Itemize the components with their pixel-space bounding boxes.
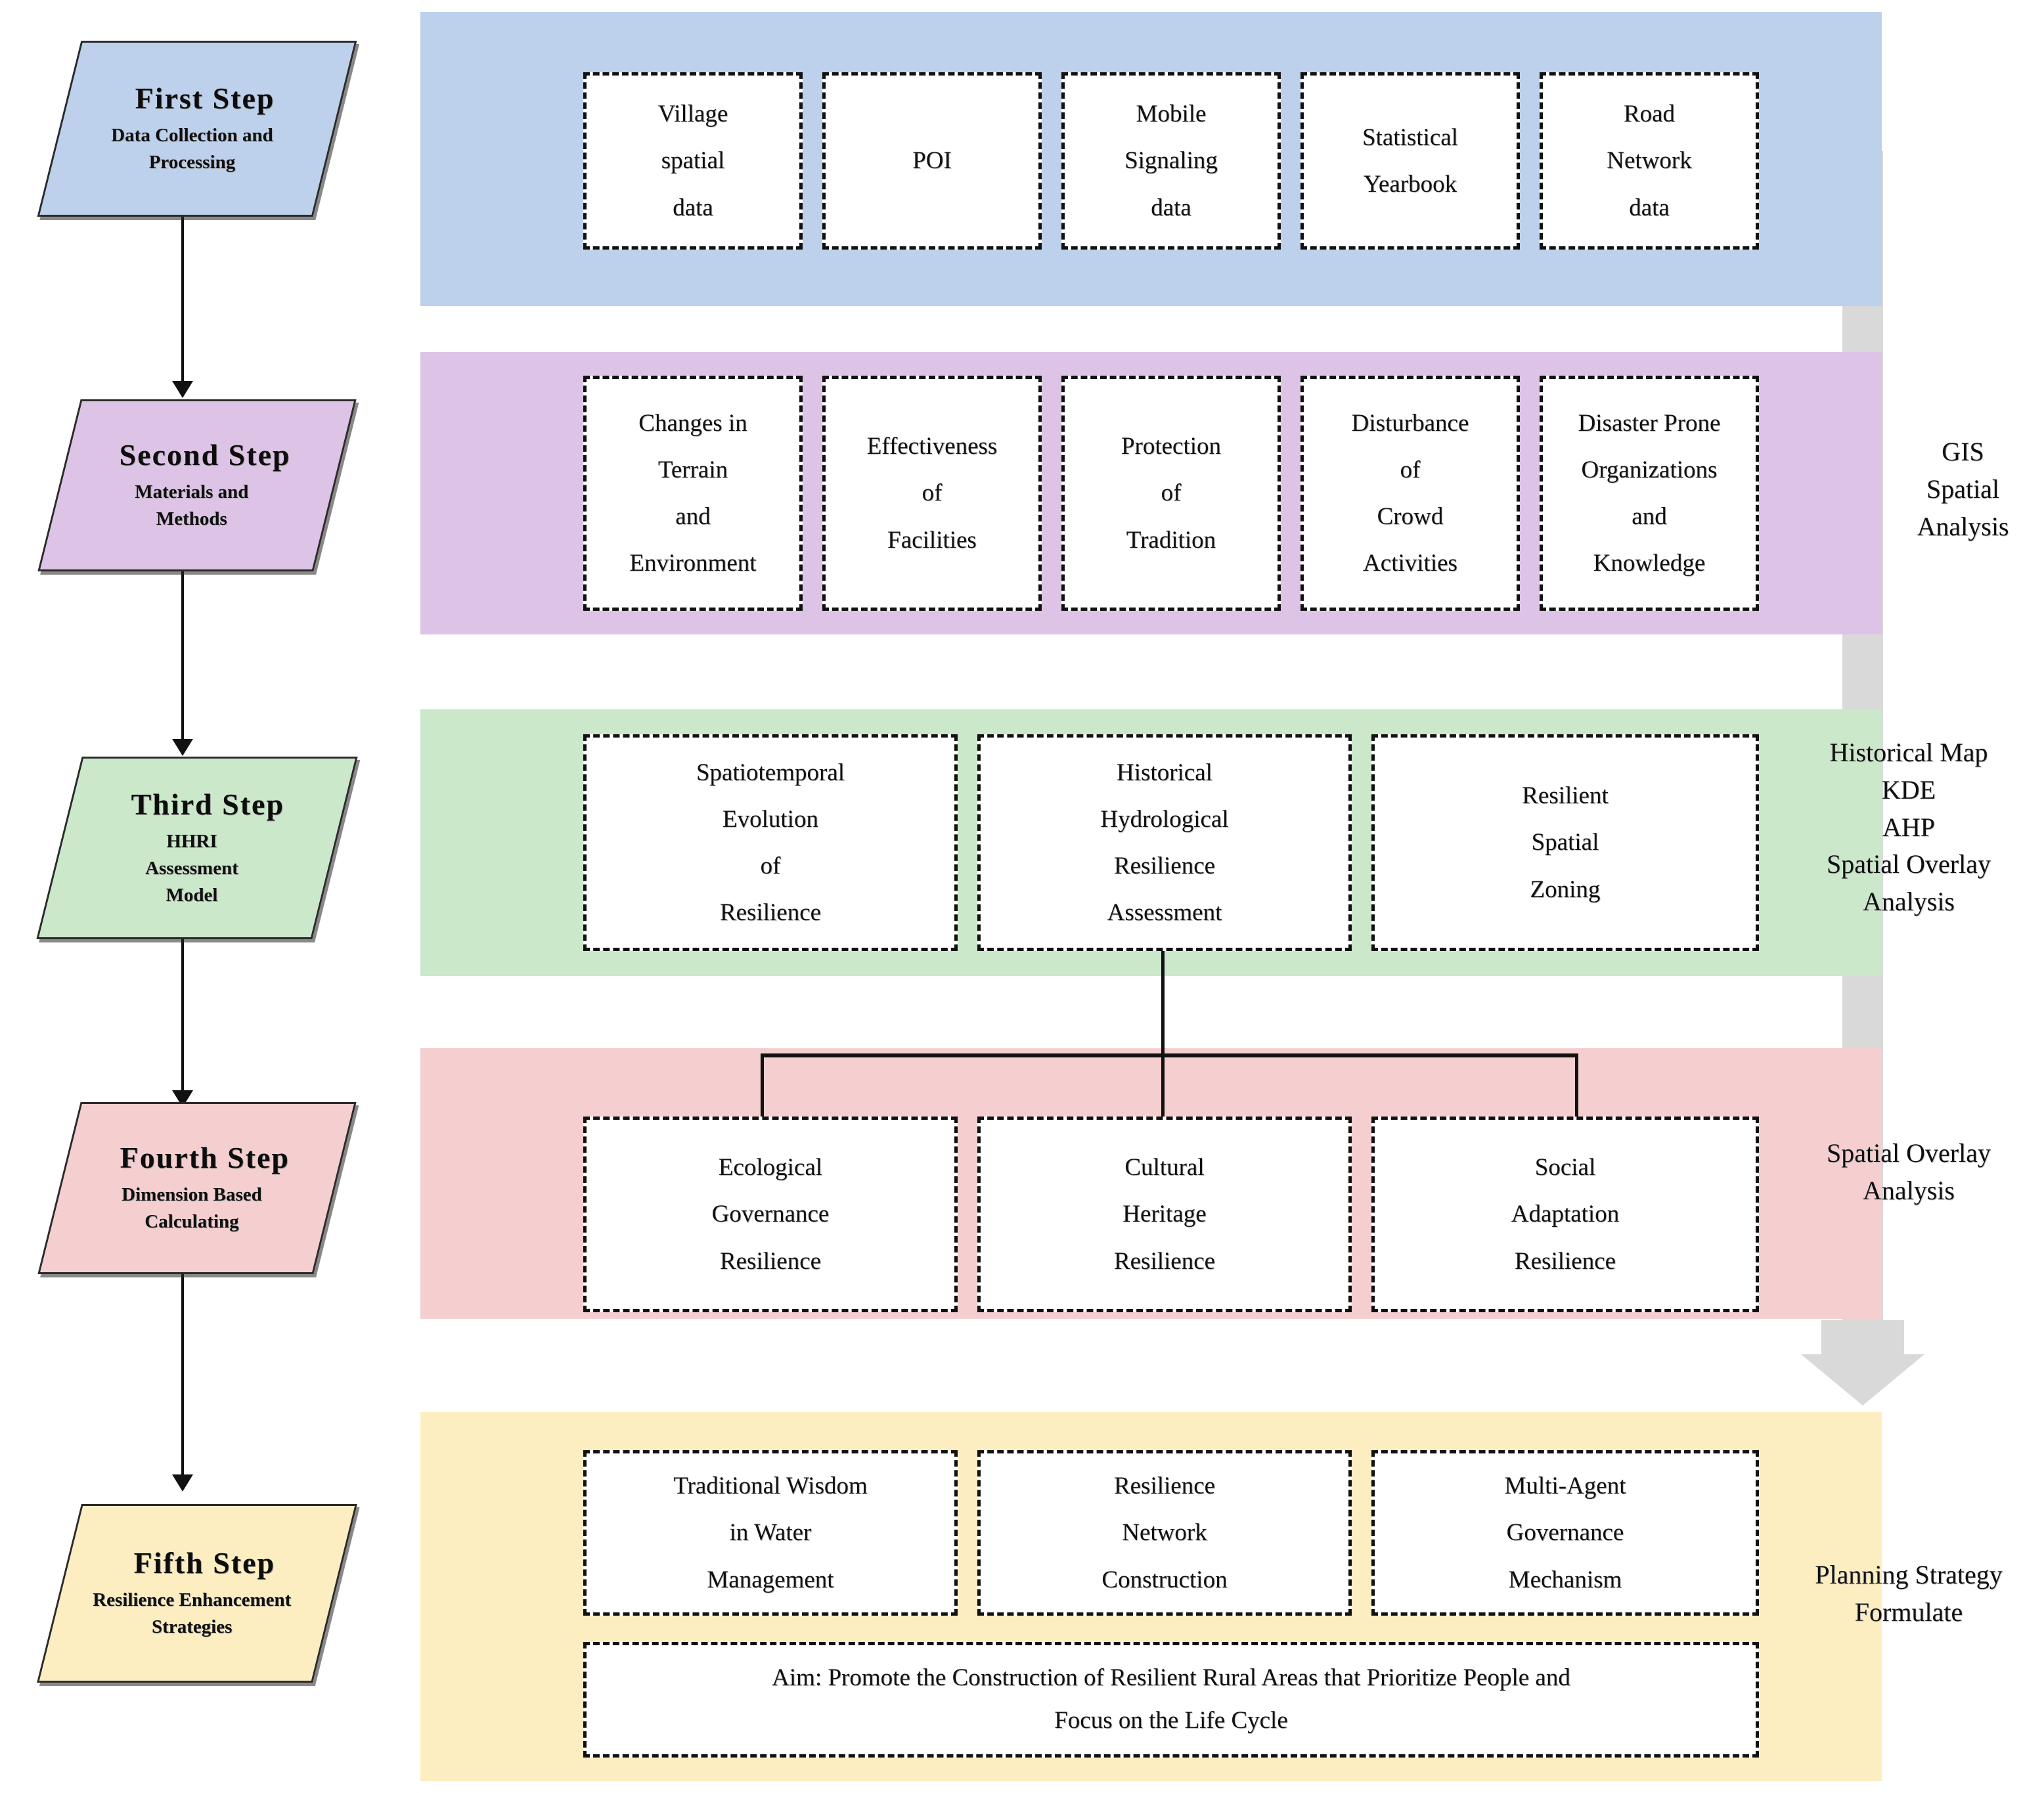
rail-step2-step3 bbox=[181, 568, 184, 739]
step-title-second: Second Step bbox=[119, 438, 290, 472]
rail-step3-step4 bbox=[181, 933, 184, 1090]
rail-arrow-step3 bbox=[172, 739, 193, 756]
aim-box[interactable]: Aim: Promote the Construction of Resilie… bbox=[583, 1642, 1759, 1758]
rail-arrow-step2 bbox=[172, 381, 193, 398]
step-title-third: Third Step bbox=[131, 787, 285, 821]
connector-vertical-stem bbox=[1161, 951, 1165, 1056]
connector-horizontal-bar bbox=[761, 1053, 1578, 1057]
rail-arrow-step5 bbox=[172, 1474, 193, 1492]
item-box-row1-2[interactable]: POI bbox=[822, 72, 1042, 250]
item-label: POI bbox=[912, 147, 952, 175]
step-title-fourth: Fourth Step bbox=[120, 1141, 290, 1175]
grey-arrow-icon bbox=[1801, 1320, 1924, 1406]
rail-step1-step2 bbox=[181, 217, 184, 381]
aim-label: Aim: Promote the Construction of Resilie… bbox=[772, 1664, 1570, 1734]
step-title-first: First Step bbox=[135, 81, 275, 116]
step-title-fifth: Fifth Step bbox=[133, 1546, 276, 1580]
rail-step4-step5 bbox=[181, 1271, 184, 1474]
